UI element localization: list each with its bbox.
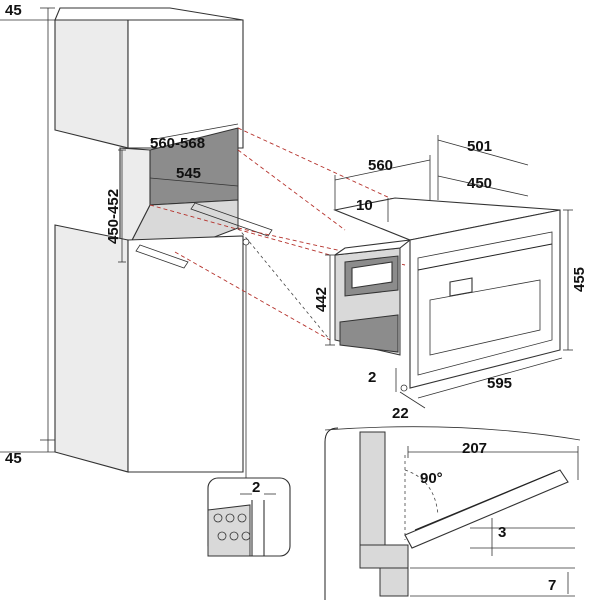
appliance-dimensions: 560 501 450 10 442 455 595 2 22 [313,135,588,422]
cabinet-bottom-front [127,235,244,473]
inset-rail-body [207,504,251,557]
niche-height-label: 450-452 [105,189,122,244]
coffee-machine [333,197,561,389]
niche-width-label: 560-568 [150,135,205,152]
gap-marker [400,384,408,392]
door-length-label: 207 [462,440,487,457]
tall-cabinet [54,7,273,478]
drip-area [429,279,541,356]
cabinet-top-side [54,19,129,149]
niche-depth-label: 545 [176,165,201,182]
top-gap-label: 45 [5,2,22,19]
door-detail-inset: 90° 207 3 7 [324,426,581,600]
door-angle-label: 90° [420,470,443,487]
rail-right [190,202,273,237]
bottom-clearance-label: 7 [548,577,556,594]
front-width-label: 595 [487,375,512,392]
cabinet-foot-section [379,567,409,597]
appliance-depth-total-label: 560 [368,157,393,174]
side-gap-label: 2 [368,369,376,386]
rail-detail-inset: 2 [207,477,291,557]
cabinet-base-section [359,544,409,569]
appliance-front [409,209,561,389]
cabinet-bottom-side [54,224,129,473]
detail-gap-label: 2 [252,479,260,496]
door-gap-label: 3 [498,524,506,541]
cabinet-top-front [127,19,244,149]
appliance-top-depth-label: 501 [467,138,492,155]
side-vent-bottom [339,314,399,353]
front-offset-label: 22 [392,405,409,422]
rail-screw [242,238,250,246]
front-height-label: 442 [313,287,330,312]
side-vent-top-inner [351,261,393,289]
rail-left [135,244,189,269]
niche-dimensions: 450-452 560-568 545 [105,123,239,263]
cabinet-top-lid [54,7,244,21]
projection-lines [149,127,406,341]
total-height-label: 455 [571,267,588,292]
cabinet-wall-section [359,431,386,546]
bottom-gap-label: 45 [5,450,22,467]
appliance-body-depth-label: 450 [467,175,492,192]
gap-marks: 45 45 [0,2,55,467]
appliance-front-panel [417,231,553,376]
top-offset-label: 10 [356,197,373,214]
